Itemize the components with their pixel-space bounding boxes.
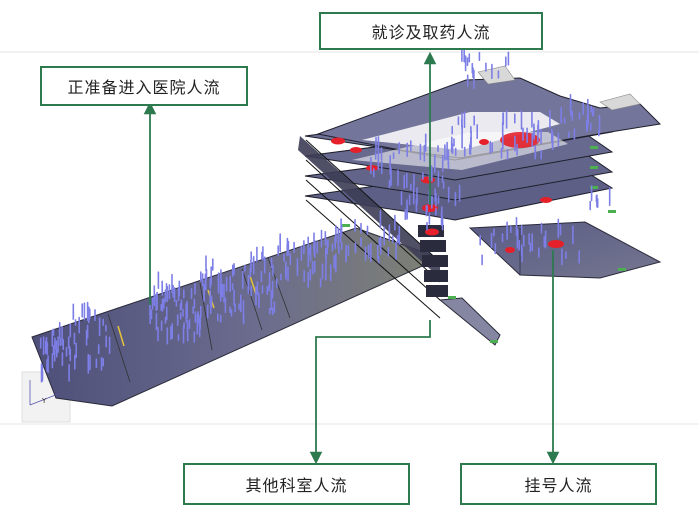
registration-hall-floor	[468, 221, 662, 279]
side-ramp	[438, 297, 501, 346]
axis-gizmo	[29, 380, 59, 406]
exit-markers	[342, 146, 626, 343]
pedestrian-agents	[39, 42, 611, 383]
label-consultation-flow: 就诊及取药人流	[319, 12, 543, 50]
flow-arrows	[143, 51, 560, 465]
axis-y-label: Y	[42, 397, 47, 405]
staircase	[418, 225, 448, 297]
arrow-other-departments	[309, 320, 431, 465]
label-registration-flow: 挂号人流	[460, 463, 657, 505]
label-entering-flow: 正准备进入医院人流	[40, 66, 248, 106]
label-other-departments-flow: 其他科室人流	[183, 463, 410, 505]
entrance-corridor	[31, 227, 442, 407]
